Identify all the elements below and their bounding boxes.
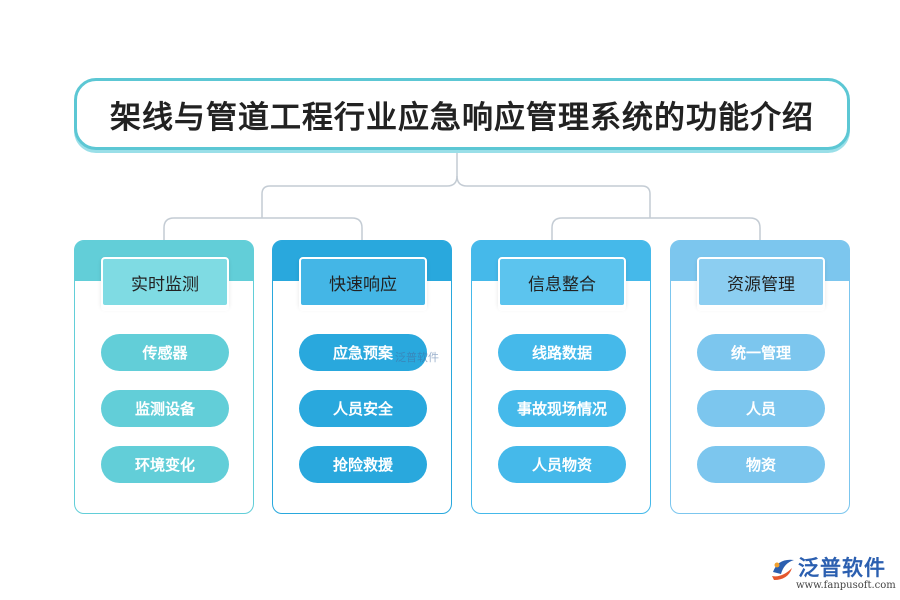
card-header: 资源管理 [697, 257, 825, 307]
fanpu-logo-icon [772, 559, 794, 580]
item-pill: 事故现场情况 [498, 390, 626, 427]
item-pill: 统一管理 [697, 334, 825, 371]
connector-right-branch [456, 175, 651, 218]
item-pill: 人员 [697, 390, 825, 427]
item-pill: 监测设备 [101, 390, 229, 427]
item-pill: 人员物资 [498, 446, 626, 483]
item-pill: 线路数据 [498, 334, 626, 371]
title-box: 架线与管道工程行业应急响应管理系统的功能介绍 [74, 78, 850, 150]
logo-name: 泛普软件 [798, 556, 886, 580]
card-header: 信息整合 [498, 257, 626, 307]
card-rapid-response: 快速响应 应急预案 人员安全 抢险救援 [272, 240, 452, 514]
card-header: 实时监测 [101, 257, 229, 307]
page-title: 架线与管道工程行业应急响应管理系统的功能介绍 [110, 99, 814, 136]
card-info-integration: 信息整合 线路数据 事故现场情况 人员物资 [471, 240, 651, 514]
connector-left-branch [261, 152, 458, 218]
connector-group-1-2 [163, 217, 363, 240]
item-pill: 应急预案 [299, 334, 427, 371]
item-pill: 物资 [697, 446, 825, 483]
item-pill: 抢险救援 [299, 446, 427, 483]
card-realtime-monitoring: 实时监测 传感器 监测设备 环境变化 [74, 240, 254, 514]
brand-logo: 泛普软件 www.fanpusoft.com [766, 552, 896, 597]
item-pill: 传感器 [101, 334, 229, 371]
card-resource-management: 资源管理 统一管理 人员 物资 [670, 240, 850, 514]
card-header: 快速响应 [299, 257, 427, 307]
logo-url: www.fanpusoft.com [796, 580, 896, 591]
connector-group-3-4 [551, 217, 761, 240]
item-pill: 人员安全 [299, 390, 427, 427]
item-pill: 环境变化 [101, 446, 229, 483]
watermark: 泛普软件 [395, 351, 439, 364]
